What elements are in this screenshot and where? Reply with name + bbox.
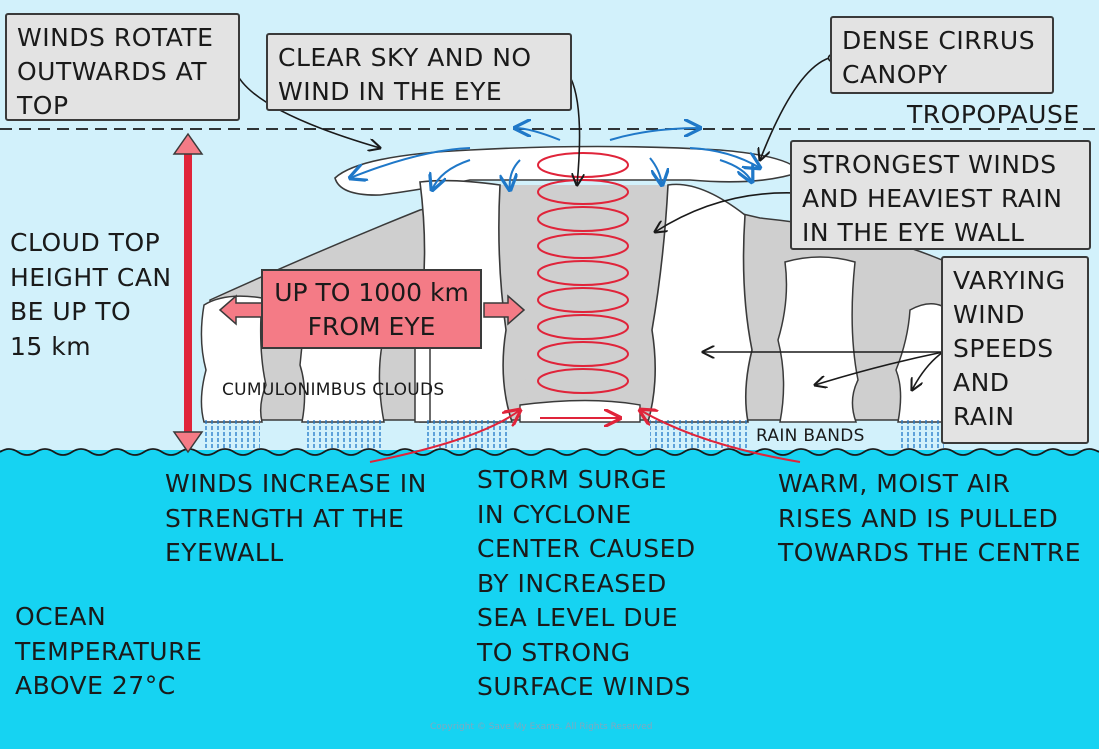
inflow-left (369, 410, 520, 463)
pointer-varying-2 (815, 351, 944, 385)
cloud-tower-5 (895, 303, 943, 423)
ocean (0, 450, 1099, 749)
rain-5 (900, 420, 944, 450)
storm-surge-label: STORM SURGE IN CYCLONE CENTER CAUSED BY … (477, 465, 696, 701)
rain-2 (306, 420, 384, 450)
pointer-varying-3 (912, 351, 944, 390)
varying-label: VARYING WIND SPEEDS AND RAIN (941, 256, 1089, 444)
pointer-eyewall (655, 192, 798, 232)
cumulonimbus-label: CUMULONIMBUS CLOUDS (222, 380, 445, 400)
distance-label: UP TO 1000 km FROM EYE (261, 269, 482, 349)
pointer-cirrus (760, 57, 830, 160)
eye-spiral (537, 152, 629, 418)
dense-cirrus-label: DENSE CIRRUS CANOPY (830, 16, 1054, 94)
rain-1 (202, 420, 260, 450)
tropopause-label: TROPOPAUSE (907, 100, 1080, 129)
warm-moist-label: WARM, MOIST AIR RISES AND IS PULLED TOWA… (778, 469, 1082, 567)
ocean-temp-label: OCEAN TEMPERATURE ABOVE 27°C (15, 602, 203, 700)
cloud-top-label: CLOUD TOP HEIGHT CAN BE UP TO 15 km (10, 228, 172, 361)
eyewall-right (646, 183, 753, 423)
winds-increase-label: WINDS INCREASE IN STRENGTH AT THE EYEWAL… (165, 469, 427, 567)
strongest-winds-label: STRONGEST WINDS AND HEAVIEST RAIN IN THE… (790, 140, 1091, 250)
rain-4 (650, 420, 750, 450)
outflow-arrows (350, 128, 760, 190)
copyright: Copyright © Save My Exams. All Rights Re… (430, 722, 653, 732)
ocean-surface (0, 448, 1099, 456)
cloud-tower-4 (777, 256, 859, 423)
inflow-right (640, 410, 801, 463)
rain-bands-label: RAIN BANDS (756, 426, 865, 446)
clear-sky-label: CLEAR SKY AND NO WIND IN THE EYE (266, 33, 572, 111)
winds-rotate-label: WINDS ROTATE OUTWARDS AT TOP (5, 13, 240, 121)
